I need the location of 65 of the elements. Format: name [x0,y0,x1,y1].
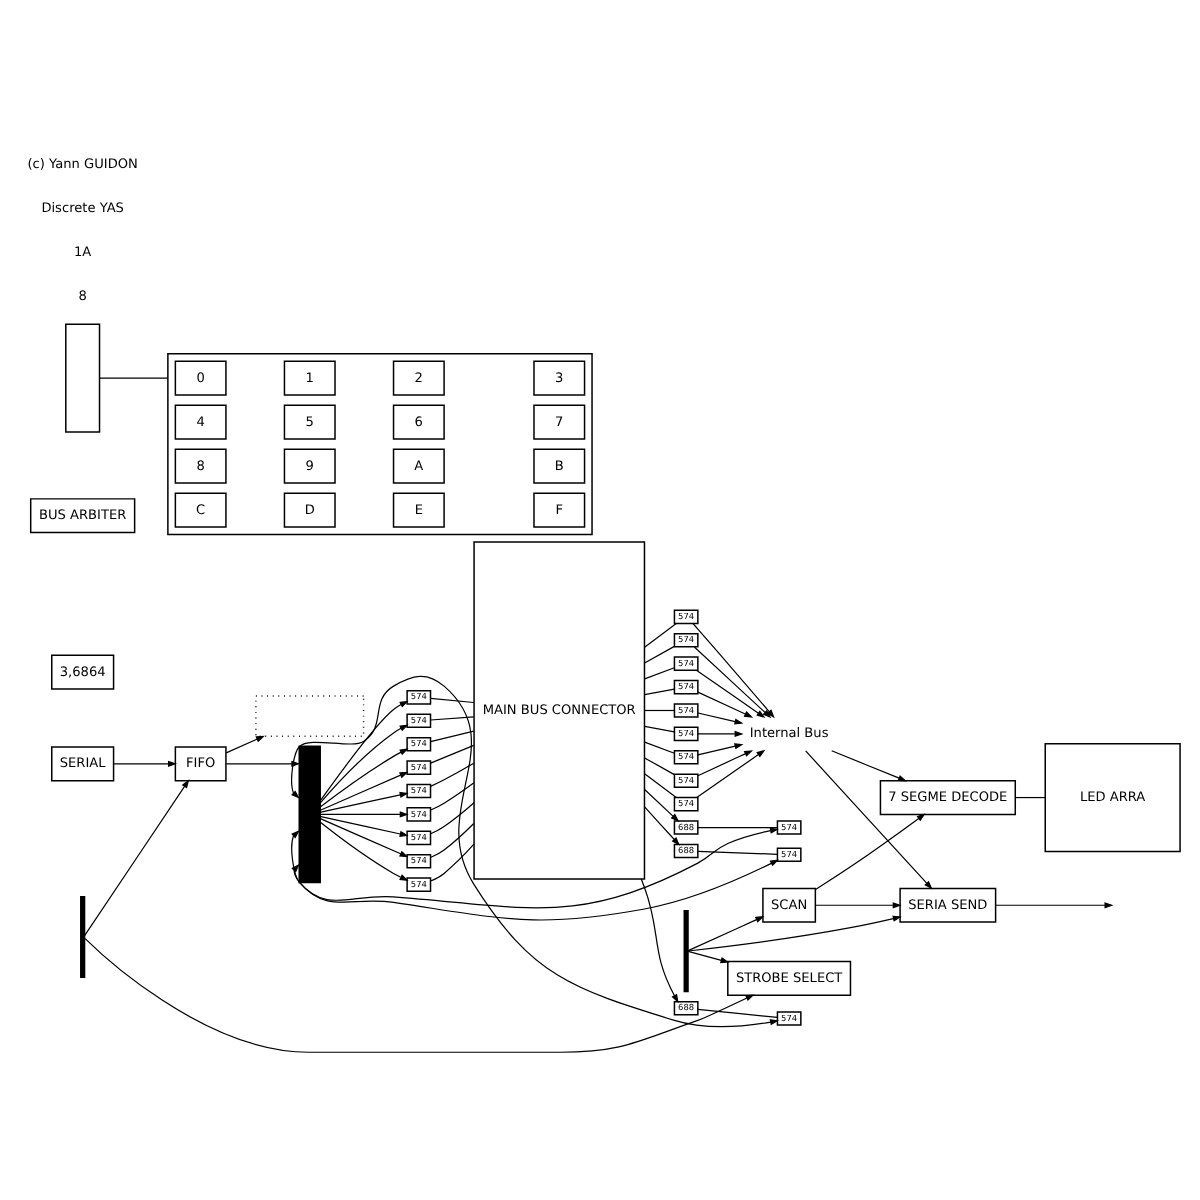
arrow [693,646,772,719]
arrow [697,730,744,738]
connector [430,716,475,721]
connector [697,826,778,829]
connector [644,645,675,664]
arrow [696,669,766,719]
arrow [814,813,926,891]
node-box [65,323,101,433]
arrow [319,791,409,814]
arrow [644,788,680,823]
node-bar [80,896,86,979]
connector [430,744,475,764]
arrow [697,712,744,725]
connector [644,667,675,680]
arrow [225,735,265,754]
connector [644,773,677,799]
cluster [167,353,593,536]
arrow [291,675,780,1028]
arrow [995,902,1114,909]
arrow [697,750,754,777]
arrow [319,817,409,858]
arrow [831,750,908,782]
connector [644,757,675,776]
arrow [319,821,409,881]
connector [697,1008,778,1019]
arrow [291,827,779,909]
arrow [225,760,301,767]
connector [644,709,675,712]
arrow [815,902,902,909]
arrow [697,691,754,718]
connector [644,622,677,648]
connector [429,822,475,859]
arrow [319,815,409,837]
arrow [805,750,933,890]
connector [644,688,675,696]
node-box [255,695,365,737]
connector [644,725,675,733]
connector [430,697,475,704]
arrow [687,915,902,952]
connector [430,843,475,882]
arrow [84,937,755,1053]
arrow [697,743,744,756]
arrow [644,806,681,846]
connector [430,730,475,743]
connector [1014,796,1046,799]
connector [644,741,675,754]
arrow [692,622,775,719]
arrow [687,916,765,952]
arrow [640,878,679,1004]
arrow [84,779,190,937]
arrow [696,749,766,798]
arrow [318,748,409,809]
arrow [113,760,177,767]
connector [430,782,475,811]
node-bar [683,910,689,993]
arrow [319,811,409,818]
connector [697,850,778,855]
connector [99,377,169,379]
arrow [687,950,730,964]
connector [429,762,475,787]
connector [430,802,475,835]
arrow [291,859,780,921]
arrow [319,724,409,805]
arrow [319,771,409,812]
arrow [319,700,409,803]
